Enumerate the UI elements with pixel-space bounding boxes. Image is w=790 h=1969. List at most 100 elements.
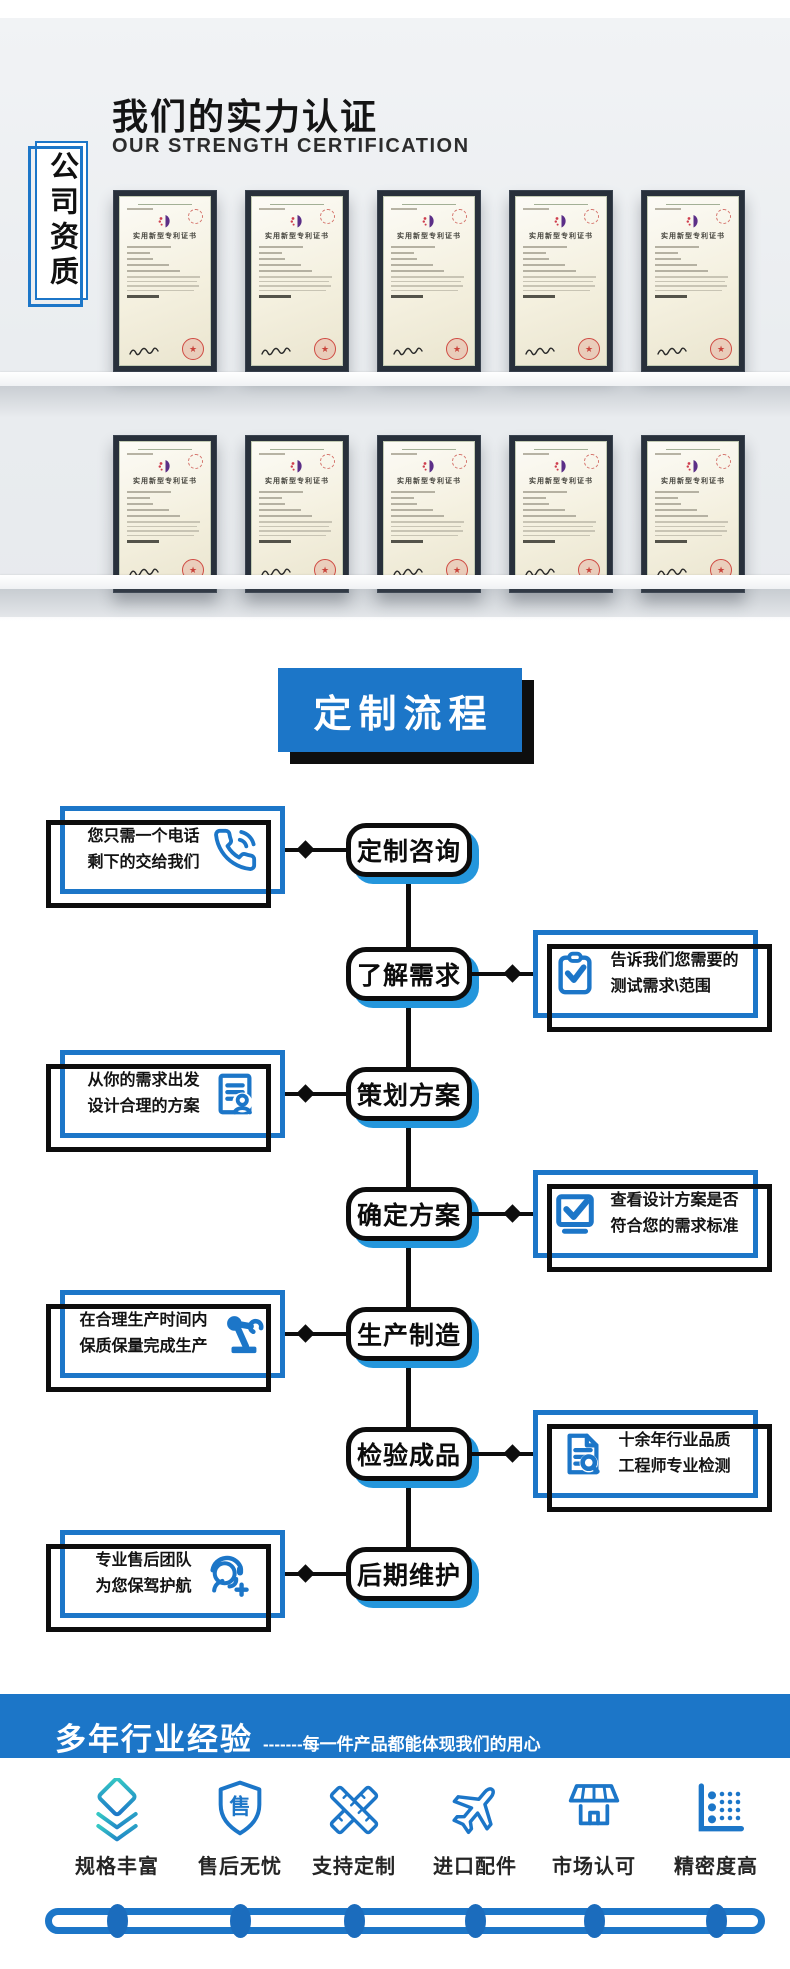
- patent-certificate: 实用新型专利证书 ★: [383, 441, 475, 587]
- feature-precision: 精密度高: [656, 1778, 776, 1879]
- cnipa-logo: [686, 215, 698, 228]
- signature: [525, 347, 555, 356]
- certificate-ornament: [402, 204, 456, 205]
- red-stamp: [452, 209, 467, 224]
- cnipa-logo: [158, 215, 170, 228]
- certificate-title: 实用新型专利证书: [133, 478, 197, 485]
- flow-step-plan: 策划方案: [346, 1067, 472, 1121]
- clipboard-check-icon: [558, 951, 593, 995]
- signature: [393, 568, 423, 577]
- phone-icon: [213, 828, 256, 871]
- connector: [285, 1572, 346, 1576]
- timeline-dot: [107, 1904, 128, 1938]
- timeline-dot: [706, 1904, 727, 1938]
- flow-step-production: 生产制造: [346, 1307, 472, 1361]
- timeline-track: [45, 1908, 765, 1934]
- flow-step-maintenance: 后期维护: [346, 1547, 472, 1601]
- document-person-icon: [218, 1073, 252, 1115]
- signature: [393, 347, 423, 356]
- official-seal: ★: [578, 338, 600, 360]
- certificate-ornament: [666, 204, 720, 205]
- headset-icon: [209, 1555, 249, 1597]
- flow-note-production: 在合理生产时间内 保质保量完成生产: [46, 1290, 285, 1392]
- cnipa-logo: [290, 215, 302, 228]
- red-stamp: [584, 454, 599, 469]
- official-seal: ★: [446, 338, 468, 360]
- flow-note-inspection: 十余年行业品质 工程师专业检测: [533, 1410, 772, 1512]
- certificate-ornament: [270, 449, 324, 450]
- certificate-frame: 实用新型专利证书 ★: [641, 190, 745, 372]
- certificate-ornament: [270, 204, 324, 205]
- signature: [129, 568, 159, 577]
- section-subtitle: OUR STRENGTH CERTIFICATION: [112, 135, 470, 157]
- section-title: 我们的实力认证: [112, 96, 379, 137]
- connector-diamond: [296, 840, 315, 859]
- cnipa-logo: [686, 460, 698, 473]
- certificate-frame: 实用新型专利证书 ★: [245, 435, 349, 593]
- cnipa-logo: [422, 460, 434, 473]
- patent-certificate: 实用新型专利证书 ★: [515, 196, 607, 366]
- document-search-icon: [567, 1433, 601, 1475]
- flow-note-plan: 从你的需求出发 设计合理的方案: [46, 1050, 285, 1152]
- experience-tagline: -------每一件产品都能体现我们的用心: [263, 1735, 541, 1754]
- shelf-board: [0, 372, 790, 386]
- certificate-shelf-row-2: 实用新型专利证书 ★: [113, 435, 745, 593]
- connector-diamond: [503, 964, 522, 983]
- plane-icon: [452, 1787, 495, 1835]
- feature-aftersales: 售 售后无忧: [180, 1778, 300, 1879]
- red-stamp: [320, 454, 335, 469]
- feature-customization: 支持定制: [294, 1778, 414, 1879]
- shelf-shadow: [0, 589, 790, 621]
- connector: [285, 1092, 346, 1096]
- certification-section: 我们的实力认证 OUR STRENGTH CERTIFICATION 公司资质 …: [0, 18, 790, 621]
- connector: [472, 1452, 533, 1456]
- certificate-title: 实用新型专利证书: [529, 233, 593, 240]
- feature-imported-parts: 进口配件: [415, 1778, 535, 1879]
- connector-diamond: [503, 1444, 522, 1463]
- storefront-icon: [568, 1784, 620, 1826]
- cnipa-logo: [422, 215, 434, 228]
- experience-banner: 多年行业经验 -------每一件产品都能体现我们的用心: [0, 1694, 790, 1758]
- patent-certificate: 实用新型专利证书 ★: [251, 196, 343, 366]
- certificate-frame: 实用新型专利证书 ★: [509, 190, 613, 372]
- certificate-title: 实用新型专利证书: [397, 478, 461, 485]
- robot-arm-icon: [226, 1316, 264, 1354]
- red-stamp: [452, 454, 467, 469]
- cnipa-logo: [290, 460, 302, 473]
- certificate-ornament: [534, 449, 588, 450]
- company-qualification-label: 公司资质: [45, 150, 78, 291]
- shield-icon: 售: [218, 1780, 262, 1836]
- flow-step-inspection: 检验成品: [346, 1427, 472, 1481]
- signature: [657, 568, 687, 577]
- flow-note-needs: 告诉我们您需要的 测试需求\范围: [533, 930, 772, 1032]
- timeline-dot: [584, 1904, 605, 1938]
- certificate-frame: 实用新型专利证书 ★: [509, 435, 613, 593]
- signature: [129, 347, 159, 356]
- feature-specs: 规格丰富: [57, 1778, 177, 1879]
- official-seal: ★: [182, 338, 204, 360]
- shelf-shadow: [0, 386, 790, 418]
- svg-text:售: 售: [229, 1794, 250, 1819]
- feature-market: 市场认可: [534, 1778, 654, 1879]
- patent-certificate: 实用新型专利证书 ★: [119, 441, 211, 587]
- precision-icon: [698, 1783, 744, 1832]
- red-stamp: [716, 209, 731, 224]
- shelf-board: [0, 575, 790, 589]
- certificate-shelf-row-1: 实用新型专利证书 ★: [113, 190, 745, 372]
- certificate-title: 实用新型专利证书: [661, 478, 725, 485]
- connector: [285, 848, 346, 852]
- patent-certificate: 实用新型专利证书 ★: [383, 196, 475, 366]
- flow-note-maintenance: 专业售后团队 为您保驾护航: [46, 1530, 285, 1632]
- company-qualification-tab: 公司资质: [28, 141, 88, 307]
- timeline-dot: [230, 1904, 251, 1938]
- certificate-frame: 实用新型专利证书 ★: [113, 435, 217, 593]
- signature: [525, 568, 555, 577]
- patent-certificate: 实用新型专利证书 ★: [515, 441, 607, 587]
- signature: [657, 347, 687, 356]
- certificate-ornament: [666, 449, 720, 450]
- signature: [261, 568, 291, 577]
- flow-step-needs: 了解需求: [346, 947, 472, 1001]
- certificate-frame: 实用新型专利证书 ★: [641, 435, 745, 593]
- patent-certificate: 实用新型专利证书 ★: [251, 441, 343, 587]
